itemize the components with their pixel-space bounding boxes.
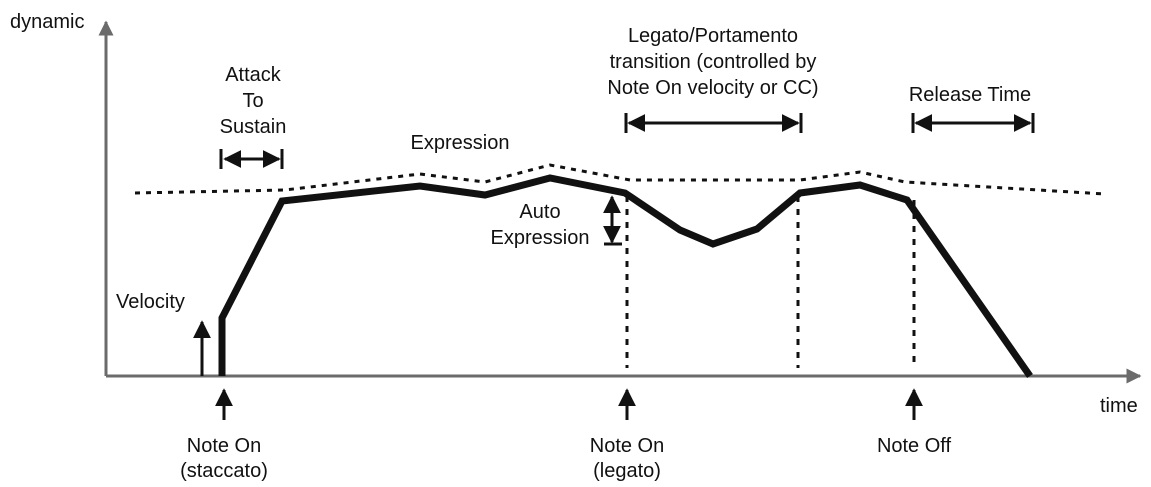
attack-to-sustain-label-2: To [242, 90, 263, 112]
release-time-label: Release Time [909, 84, 1031, 106]
auto-expression-label-2: Expression [491, 227, 590, 249]
x-axis-label: time [1100, 395, 1138, 417]
legato-transition-label-2: transition (controlled by [610, 51, 817, 73]
auto-expression-label-1: Auto [519, 201, 560, 223]
velocity-label: Velocity [116, 291, 185, 313]
legato-transition-label-3: Note On velocity or CC) [607, 77, 818, 99]
note-off-label: Note Off [877, 435, 952, 457]
y-axis-label: dynamic [10, 11, 84, 33]
note-on-staccato-label-1: Note On [187, 435, 261, 457]
note-on-legato-label-2: (legato) [593, 460, 661, 482]
expression-label: Expression [411, 132, 510, 154]
note-on-staccato-label-2: (staccato) [180, 460, 268, 482]
legato-transition-label-1: Legato/Portamento [628, 25, 798, 47]
note-on-legato-label-1: Note On [590, 435, 664, 457]
attack-to-sustain-label-3: Sustain [220, 116, 287, 138]
dynamic-envelope [218, 174, 1033, 379]
attack-to-sustain-label-1: Attack [225, 64, 282, 86]
